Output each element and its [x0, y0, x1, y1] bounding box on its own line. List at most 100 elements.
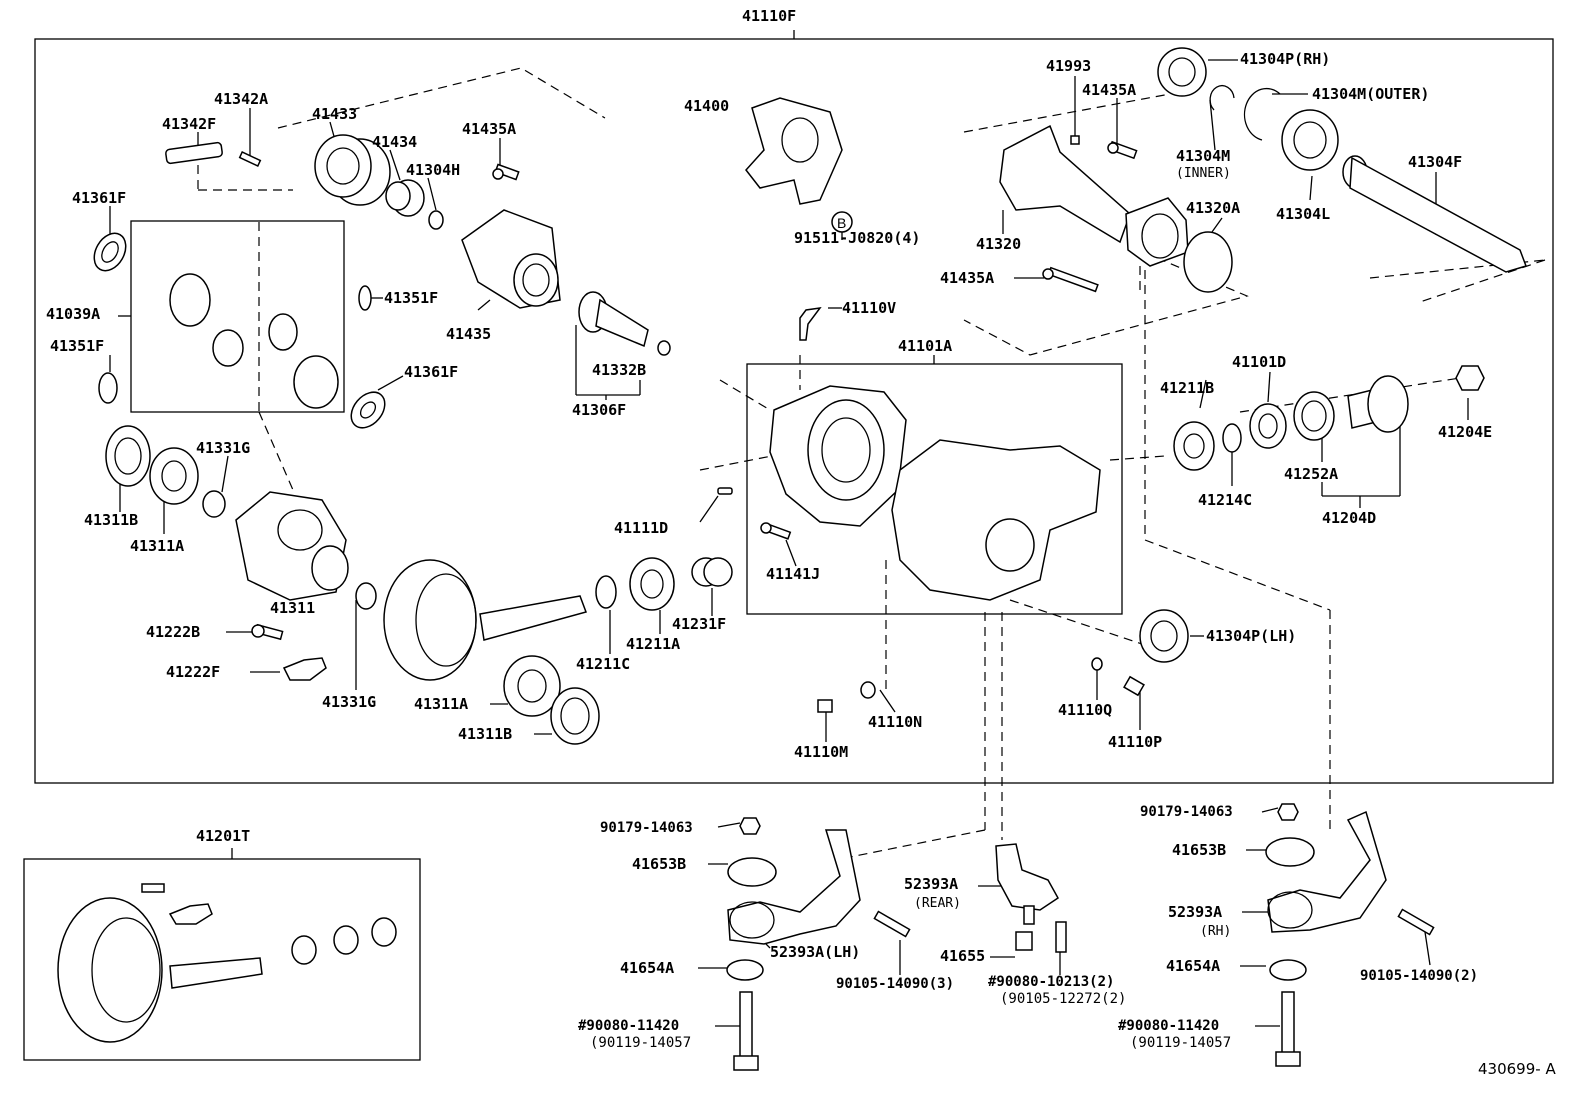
label-41214c[interactable]: 41214C	[1198, 491, 1253, 509]
label-90105-12272: (90105-12272(2)	[1000, 991, 1127, 1007]
label-41304f[interactable]: 41304F	[1408, 153, 1463, 171]
label-41342f[interactable]: 41342F	[162, 115, 217, 133]
label-41039a[interactable]: 41039A	[46, 305, 101, 323]
label-41435a-r1[interactable]: 41435A	[1082, 81, 1137, 99]
label-41311a-top[interactable]: 41311A	[130, 537, 185, 555]
label-90080-11420-right[interactable]: #90080-11420	[1118, 1018, 1220, 1034]
label-41204d[interactable]: 41204D	[1322, 509, 1377, 527]
label-41304m-inner[interactable]: 41304M	[1176, 147, 1231, 165]
label-41320[interactable]: 41320	[976, 235, 1022, 253]
washer-41110q	[1091, 657, 1103, 671]
label-41655[interactable]: 41655	[940, 947, 986, 965]
label-41204e[interactable]: 41204E	[1438, 423, 1493, 441]
label-41311b-bot[interactable]: 41311B	[458, 725, 513, 743]
label-41304h[interactable]: 41304H	[406, 161, 461, 179]
label-41304m-inner-sub: (INNER)	[1176, 166, 1231, 181]
label-41361f-top[interactable]: 41361F	[72, 189, 127, 207]
label-91511-j0820[interactable]: 91511-J0820(4)	[794, 229, 921, 247]
part-shapes: B	[57, 47, 1527, 1071]
label-90105-14090-3[interactable]: 90105-14090(3)	[836, 976, 955, 992]
label-41110n[interactable]: 41110N	[868, 713, 923, 731]
label-90179-right[interactable]: 90179-14063	[1140, 804, 1233, 820]
bolt-41435a-r2	[1042, 266, 1099, 293]
label-90080-10213[interactable]: #90080-10213(2)	[988, 974, 1115, 990]
kit-frame	[23, 858, 421, 1061]
label-41653b-right[interactable]: 41653B	[1172, 841, 1227, 859]
bolt-90105-2	[1397, 908, 1435, 936]
bearing-41331g-top	[202, 490, 226, 518]
snap-ring-41304m-inner	[1209, 85, 1235, 111]
seal-41304p-lh	[1139, 609, 1189, 663]
bearing-41311a-bot	[503, 655, 561, 717]
mount-52393a-rh	[1267, 810, 1387, 933]
label-41320a[interactable]: 41320A	[1186, 199, 1241, 217]
label-41311[interactable]: 41311	[270, 599, 316, 617]
label-41311b-top[interactable]: 41311B	[84, 511, 139, 529]
shaft-41306f	[578, 291, 671, 356]
label-52393a-lh[interactable]: 52393A(LH)	[770, 943, 861, 961]
bearing-41331g-bot	[355, 582, 377, 610]
label-41311a-bot[interactable]: 41311A	[414, 695, 469, 713]
label-41993[interactable]: 41993	[1046, 57, 1092, 75]
bolt-41435a-r1	[1107, 140, 1138, 160]
o-ring-41320a	[1183, 231, 1233, 293]
label-41101d[interactable]: 41101D	[1232, 353, 1287, 371]
label-41433[interactable]: 41433	[312, 105, 358, 123]
label-41110p[interactable]: 41110P	[1108, 733, 1163, 751]
label-41252a[interactable]: 41252A	[1284, 465, 1339, 483]
cushion-41654a-left	[726, 959, 764, 981]
bearing-41101d	[1249, 403, 1287, 449]
pin-41342a	[238, 151, 262, 167]
label-41211c[interactable]: 41211C	[576, 655, 631, 673]
label-41331g-top[interactable]: 41331G	[196, 439, 251, 457]
label-41351f-mid[interactable]: 41351F	[384, 289, 439, 307]
label-90105-14090-2[interactable]: 90105-14090(2)	[1360, 968, 1479, 984]
label-41435a-top[interactable]: 41435A	[462, 120, 517, 138]
label-41306f[interactable]: 41306F	[572, 401, 627, 419]
label-41201t[interactable]: 41201T	[196, 827, 251, 845]
label-41211a[interactable]: 41211A	[626, 635, 681, 653]
label-41361f-mid[interactable]: 41361F	[404, 363, 459, 381]
label-41211b[interactable]: 41211B	[1160, 379, 1215, 397]
circle-b-text: B	[837, 215, 846, 231]
label-90119-left: (90119-14057	[590, 1035, 692, 1051]
label-41304p-rh[interactable]: 41304P(RH)	[1240, 50, 1331, 68]
lock-plate-41222f	[282, 657, 327, 681]
label-41141j[interactable]: 41141J	[766, 565, 821, 583]
label-41110v[interactable]: 41110V	[842, 299, 897, 317]
label-41435[interactable]: 41435	[446, 325, 492, 343]
bearing-41211b	[1173, 421, 1215, 471]
label-41304m-outer[interactable]: 41304M(OUTER)	[1312, 85, 1430, 103]
label-41110q[interactable]: 41110Q	[1058, 701, 1113, 719]
label-41101a[interactable]: 41101A	[898, 337, 953, 355]
label-41400[interactable]: 41400	[684, 97, 730, 115]
label-41331g-bot[interactable]: 41331G	[322, 693, 377, 711]
label-41110m[interactable]: 41110M	[794, 743, 849, 761]
tube-41320	[999, 124, 1189, 267]
label-41351f-left[interactable]: 41351F	[50, 337, 105, 355]
sleeve-41433	[314, 134, 391, 206]
bearing-41304l	[1281, 109, 1339, 171]
label-41342a[interactable]: 41342A	[214, 90, 269, 108]
label-41222b[interactable]: 41222B	[146, 623, 201, 641]
label-41111d[interactable]: 41111D	[614, 519, 669, 537]
label-41304l[interactable]: 41304L	[1276, 205, 1331, 223]
label-41222f[interactable]: 41222F	[166, 663, 221, 681]
label-41435a-r2[interactable]: 41435A	[940, 269, 995, 287]
label-41654a-right[interactable]: 41654A	[1166, 957, 1221, 975]
diff-case-41311	[235, 491, 349, 601]
label-41231f[interactable]: 41231F	[672, 615, 727, 633]
label-52393a-rear[interactable]: 52393A	[904, 875, 959, 893]
label-41304p-lh[interactable]: 41304P(LH)	[1206, 627, 1297, 645]
label-41654a-left[interactable]: 41654A	[620, 959, 675, 977]
label-52393a-rh[interactable]: 52393A	[1168, 903, 1223, 921]
bolt-41222b	[251, 623, 284, 641]
label-41434[interactable]: 41434	[372, 133, 418, 151]
label-41110f[interactable]: 41110F	[742, 7, 797, 25]
label-41332b[interactable]: 41332B	[592, 361, 647, 379]
label-52393a-rear-sub: (REAR)	[914, 896, 961, 911]
label-90080-11420-left[interactable]: #90080-11420	[578, 1018, 680, 1034]
label-90179-left[interactable]: 90179-14063	[600, 820, 693, 836]
label-41653b-left[interactable]: 41653B	[632, 855, 687, 873]
carrier-cover-41101a	[769, 385, 907, 527]
